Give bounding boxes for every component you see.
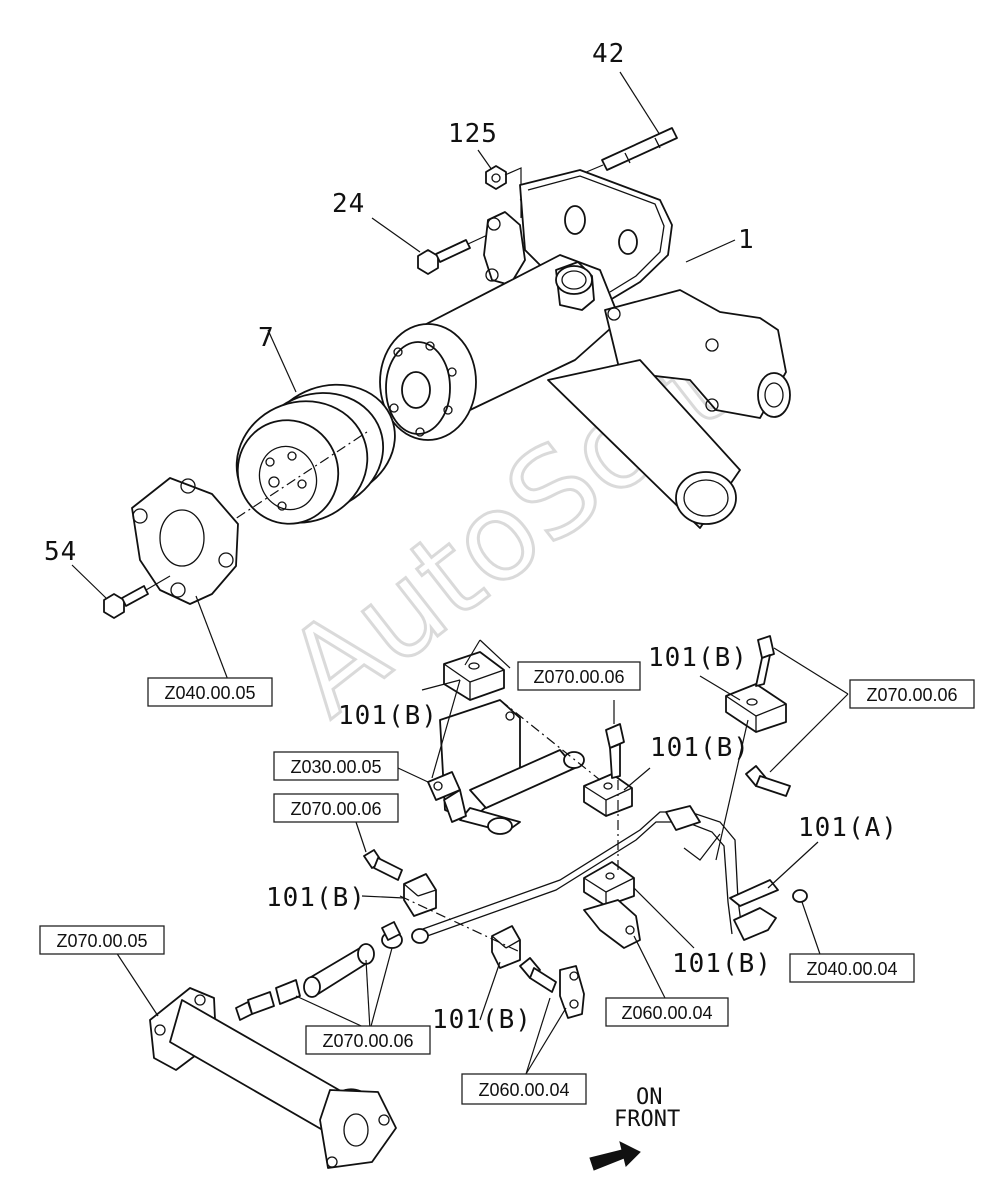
ref-box-z070-00-06-right[interactable]: Z070.00.06 — [849, 679, 975, 709]
label-101b-left: 101(B) — [266, 883, 366, 913]
ref-label: Z070.00.05 — [56, 931, 147, 951]
ref-label: Z060.00.04 — [621, 1003, 712, 1023]
label-54: 54 — [44, 537, 77, 567]
label-7: 7 — [258, 323, 275, 353]
clamp-block-left-lower — [403, 873, 437, 917]
leader-42 — [619, 71, 661, 136]
pipe-line — [415, 719, 808, 941]
ref-box-z040-00-04[interactable]: Z040.00.04 — [789, 953, 915, 983]
label-24: 24 — [332, 189, 365, 219]
hose-assembly — [235, 921, 429, 1021]
bolt-lower-center — [519, 957, 585, 1019]
pulley-7 — [169, 329, 396, 563]
ref-box-z040-00-05[interactable]: Z040.00.05 — [147, 677, 273, 707]
bolt-right-top — [755, 635, 775, 687]
water-pump-body-1 — [379, 169, 791, 529]
clamp-block-right-upper — [725, 683, 787, 733]
ref-box-z060-00-04-right[interactable]: Z060.00.04 — [605, 997, 729, 1027]
clamp-block-upper-left — [443, 639, 511, 701]
pulley-flange-plate — [131, 477, 239, 681]
leader-lines — [295, 647, 849, 1075]
ref-label: Z070.00.06 — [322, 1031, 413, 1051]
label-101a: 101(A) — [798, 813, 898, 843]
label-101b-lower-center: 101(B) — [432, 1005, 532, 1035]
bolt-54 — [71, 564, 171, 619]
ref-box-z070-00-05[interactable]: Z070.00.05 — [39, 925, 165, 955]
ref-label: Z030.00.05 — [290, 757, 381, 777]
front-marker: ON FRONT — [589, 1085, 680, 1171]
label-101b-upper-left: 101(B) — [338, 701, 438, 731]
clamp-block-center-bottom — [491, 925, 521, 969]
ref-box-z070-00-06-lower[interactable]: Z070.00.06 — [305, 1025, 431, 1055]
label-125: 125 — [448, 119, 498, 149]
ref-label: Z070.00.06 — [533, 667, 624, 687]
cooler-tube — [115, 951, 397, 1169]
leader-1 — [685, 239, 736, 263]
ref-box-z030-00-05[interactable]: Z030.00.05 — [273, 751, 399, 781]
bolt-right-mid — [745, 765, 791, 797]
front-marker-line1: ON — [636, 1085, 663, 1110]
small-bracket — [583, 899, 666, 999]
bracket-assembly — [427, 699, 585, 835]
label-101b-right: 101(B) — [648, 643, 748, 673]
bolt-center-top — [605, 700, 625, 870]
clamp-block-center-lower — [583, 861, 635, 907]
bolt-24 — [371, 217, 495, 275]
ref-box-z060-00-04-lower[interactable]: Z060.00.04 — [461, 1073, 587, 1105]
ref-label: Z070.00.06 — [866, 685, 957, 705]
label-1: 1 — [738, 225, 755, 255]
label-101b-lower-right: 101(B) — [672, 949, 772, 979]
clamp-block-center-upper — [583, 773, 633, 817]
ref-label: Z040.00.04 — [806, 959, 897, 979]
front-arrow-icon — [589, 1141, 641, 1171]
label-101b-center: 101(B) — [650, 733, 750, 763]
bolt-left — [363, 849, 403, 881]
ref-box-z070-00-06-center[interactable]: Z070.00.06 — [517, 661, 641, 691]
ref-label: Z060.00.04 — [478, 1080, 569, 1100]
ref-box-z070-00-06-left[interactable]: Z070.00.06 — [273, 793, 399, 823]
label-42: 42 — [592, 39, 625, 69]
ref-label: Z040.00.05 — [164, 683, 255, 703]
nut-125 — [477, 149, 522, 218]
front-marker-line2: FRONT — [614, 1107, 680, 1132]
ref-label: Z070.00.06 — [290, 799, 381, 819]
